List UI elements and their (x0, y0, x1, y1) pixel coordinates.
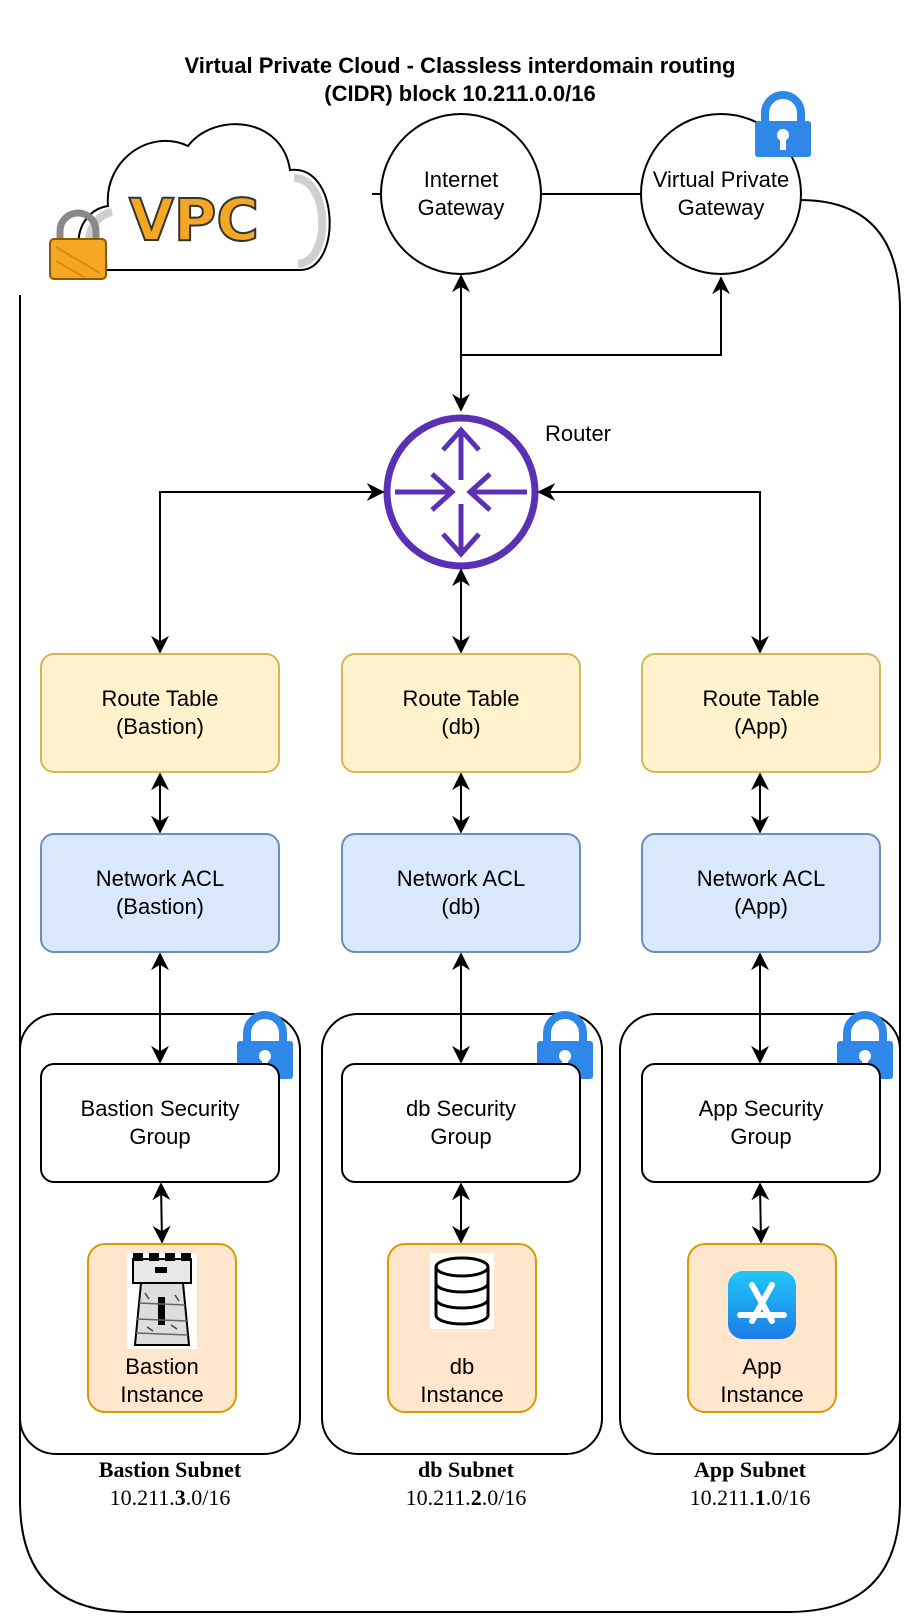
security-group-subtitle: Group (430, 1124, 492, 1149)
cidr-octet: 3 (174, 1485, 186, 1510)
internet-gateway-circle (380, 113, 542, 275)
bastion-subnet-cidr: 10.211.3.0/16 (30, 1485, 310, 1511)
cidr-octet: 1 (754, 1485, 766, 1510)
route-table-subtitle: (Bastion) (115, 714, 205, 739)
security-group-subtitle: Group (730, 1124, 792, 1149)
cidr-suffix: .0/16 (481, 1485, 527, 1510)
network-acl-subtitle: (Bastion) (115, 894, 205, 919)
column-arrows (151, 772, 770, 1244)
cidr-prefix: 10.211. (109, 1485, 175, 1510)
route-table-subtitle: (db) (441, 714, 481, 739)
network-acl-app: Network ACL (App) (641, 833, 881, 953)
instance-subtitle: Instance (120, 1382, 204, 1407)
instance-title: db (449, 1354, 475, 1379)
diagram-title: Virtual Private Cloud - Classless interd… (184, 53, 736, 106)
route-table-title: Route Table (702, 686, 820, 711)
castle-tower-icon (127, 1253, 197, 1349)
database-icon (430, 1253, 494, 1329)
router-bastion-line (151, 483, 385, 654)
security-group-title: Bastion Security (80, 1096, 240, 1121)
route-table-subtitle: (App) (734, 714, 788, 739)
route-table-app: Route Table (App) (641, 653, 881, 773)
lock-icon (755, 91, 811, 157)
router-icon (383, 414, 539, 570)
router-app-line (537, 483, 769, 654)
network-acl-title: Network ACL (396, 866, 526, 891)
internet-gateway-label: Internet Gateway (417, 167, 505, 220)
instance-subtitle: Instance (420, 1382, 504, 1407)
route-table-db: Route Table (db) (341, 653, 581, 773)
app-subnet-box (619, 1013, 901, 1455)
instance-title: Bastion (125, 1354, 199, 1379)
vpg-router-line (461, 276, 730, 356)
vpc-boundary (19, 199, 901, 1613)
cidr-prefix: 10.211. (405, 1485, 471, 1510)
lock-icon (49, 209, 107, 280)
db-subnet-box (321, 1013, 603, 1455)
network-acl-subtitle: (db) (441, 894, 481, 919)
network-acl-bastion: Network ACL (Bastion) (40, 833, 280, 953)
network-acl-subtitle: (App) (734, 894, 788, 919)
cidr-prefix: 10.211. (689, 1485, 755, 1510)
vpc-logo-text: VPC (129, 186, 259, 254)
db-subnet-cidr: 10.211.2.0/16 (326, 1485, 606, 1511)
app-subnet-cidr: 10.211.1.0/16 (610, 1485, 890, 1511)
bastion-subnet-name: Bastion Subnet (98, 1457, 242, 1482)
db-subnet-name: db Subnet (417, 1457, 514, 1482)
route-table-bastion: Route Table (Bastion) (40, 653, 280, 773)
route-table-title: Route Table (101, 686, 219, 711)
network-acl-title: Network ACL (95, 866, 225, 891)
instance-subtitle: Instance (720, 1382, 804, 1407)
virtual-private-gateway-label: Virtual Private Gateway (652, 167, 790, 220)
security-group-title: db Security (405, 1096, 517, 1121)
cidr-suffix: .0/16 (765, 1485, 811, 1510)
route-table-title: Route Table (402, 686, 520, 711)
network-acl-title: Network ACL (696, 866, 826, 891)
security-group-subtitle: Group (129, 1124, 191, 1149)
cidr-octet: 2 (470, 1485, 482, 1510)
router-label: Router (544, 421, 612, 446)
security-group-title: App Security (698, 1096, 824, 1121)
app-subnet-name: App Subnet (694, 1457, 806, 1482)
vpc-cloud-logo: VPC (77, 123, 331, 271)
app-store-icon (728, 1271, 796, 1339)
instance-title: App (742, 1354, 782, 1379)
bastion-subnet-box (19, 1013, 301, 1455)
network-acl-db: Network ACL (db) (341, 833, 581, 953)
cidr-suffix: .0/16 (185, 1485, 231, 1510)
